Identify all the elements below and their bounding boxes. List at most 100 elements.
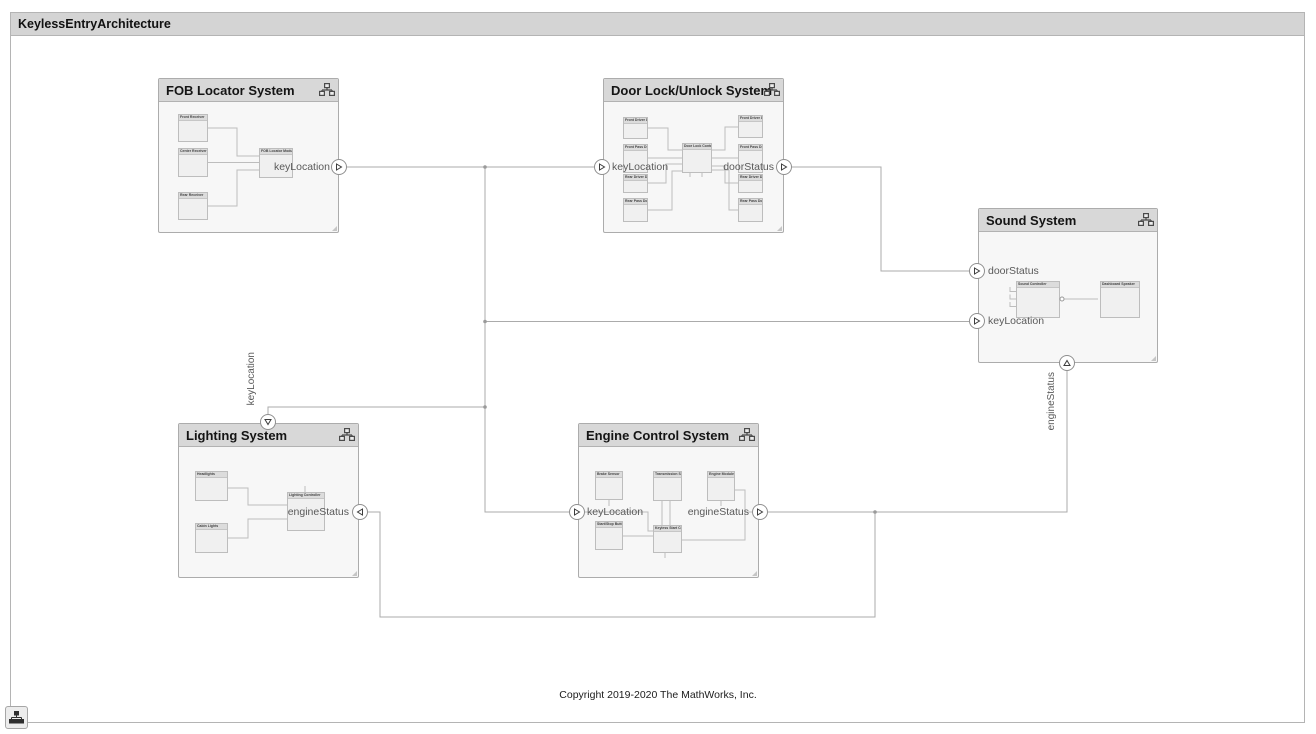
fold-corner	[752, 571, 757, 576]
child-block-front-receiver[interactable]: Front Receiver	[178, 114, 208, 142]
child-block-title: Front Pass Door Lock Actuator	[739, 145, 762, 151]
port-in-icon	[974, 267, 981, 275]
child-block-front-driver-door-lock-actuator[interactable]: Front Driver Door Lock Actuator	[738, 115, 763, 138]
port-label-engine-keylocation: keyLocation	[587, 506, 644, 518]
hierarchy-badge-icon	[9, 711, 24, 724]
fold-corner	[777, 226, 782, 231]
child-block-rear-receiver[interactable]: Rear Receiver	[178, 192, 208, 220]
child-block-title: Rear Driver Door Lock Actuator	[739, 175, 762, 181]
port-out-icon	[757, 508, 764, 516]
hierarchy-icon	[764, 83, 780, 96]
child-block-sound-controller[interactable]: Sound Controller	[1016, 281, 1060, 318]
child-block-title: Engine Module	[708, 472, 734, 478]
port-label-lighting-enginestatus: engineStatus	[287, 506, 349, 518]
hierarchy-icon	[319, 83, 335, 96]
child-block-title: Front Driver Door Lock Sensor	[624, 118, 647, 124]
block-title: Lighting System	[186, 427, 288, 443]
child-block-front-pass-door-lock-sensor[interactable]: Front Pass Door Lock Sensor	[623, 144, 648, 173]
child-block-title: Headlights	[196, 472, 227, 478]
block-header: Sound System	[979, 209, 1157, 232]
child-block-keyless-start-controller[interactable]: Keyless Start Controller	[653, 525, 682, 553]
child-block-title: Start/Stop Button	[596, 522, 622, 528]
window-title-bar: KeylessEntryArchitecture	[11, 13, 1304, 36]
child-block-lighting-controller[interactable]: Lighting Controller	[287, 492, 325, 531]
port-sound-keylocation-in[interactable]	[969, 313, 985, 329]
child-block-title: Transmission Sensor	[654, 472, 681, 478]
block-title: FOB Locator System	[166, 82, 295, 98]
port-label-engine-enginestatus: engineStatus	[687, 506, 749, 518]
port-label-sound-doorstatus: doorStatus	[988, 265, 1039, 277]
port-label-door-doorstatus: doorStatus	[723, 161, 774, 173]
port-fob-keylocation-out[interactable]	[331, 159, 347, 175]
show-architecture-hierarchy-badge[interactable]	[5, 706, 28, 729]
port-label-sound-enginestatus: engineStatus	[1046, 372, 1057, 431]
port-in-down-icon	[264, 419, 272, 426]
port-in-icon	[974, 317, 981, 325]
port-in-up-icon	[1063, 359, 1071, 366]
child-block-headlights[interactable]: Headlights	[195, 471, 228, 501]
fold-corner	[332, 226, 337, 231]
port-label-lighting-keylocation: keyLocation	[246, 352, 257, 406]
child-block-front-pass-door-lock-actuator[interactable]: Front Pass Door Lock Actuator	[738, 144, 763, 173]
child-block-title: Dashboard Speaker	[1101, 282, 1139, 288]
port-in-left-icon	[356, 508, 363, 516]
port-lighting-keylocation-in[interactable]	[260, 414, 276, 430]
child-block-title: Rear Driver Door Lock Sensor	[624, 175, 647, 181]
child-block-rear-driver-door-lock-sensor[interactable]: Rear Driver Door Lock Sensor	[623, 174, 648, 193]
child-block-engine-module[interactable]: Engine Module	[707, 471, 735, 501]
hierarchy-icon	[739, 428, 755, 441]
child-block-title: Keyless Start Controller	[654, 526, 681, 532]
child-block-title: Front Receiver	[179, 115, 207, 121]
child-block-fob-locator-module[interactable]: FOB Locator Module	[259, 148, 293, 178]
child-block-rear-driver-door-lock-actuator[interactable]: Rear Driver Door Lock Actuator	[738, 174, 763, 193]
child-block-start-stop-button[interactable]: Start/Stop Button	[595, 521, 623, 550]
child-block-title: Front Pass Door Lock Sensor	[624, 145, 647, 151]
port-out-icon	[781, 163, 788, 171]
window-title: KeylessEntryArchitecture	[18, 17, 171, 31]
port-in-icon	[574, 508, 581, 516]
child-block-title: Cabin Lights	[196, 524, 227, 530]
copyright-text: Copyright 2019-2020 The MathWorks, Inc.	[559, 689, 757, 701]
child-block-title: Rear Pass Door Lock Sensor	[624, 199, 647, 205]
port-label-fob-keylocation: keyLocation	[273, 161, 330, 173]
block-header: Engine Control System	[579, 424, 758, 447]
child-block-front-driver-door-lock-sensor[interactable]: Front Driver Door Lock Sensor	[623, 117, 648, 139]
child-block-dashboard-speaker[interactable]: Dashboard Speaker	[1100, 281, 1140, 318]
child-block-brake-sensor[interactable]: Brake Sensor	[595, 471, 623, 500]
port-engine-keylocation-in[interactable]	[569, 504, 585, 520]
child-block-rear-pass-door-lock-actuator[interactable]: Rear Pass Door Lock Actuator	[738, 198, 763, 222]
child-block-center-receiver[interactable]: Center Receiver	[178, 148, 208, 177]
child-block-title: Front Driver Door Lock Actuator	[739, 116, 762, 122]
child-block-title: Door Lock Controller	[683, 144, 711, 150]
port-door-keylocation-in[interactable]	[594, 159, 610, 175]
child-block-title: Sound Controller	[1017, 282, 1059, 288]
fold-corner	[352, 571, 357, 576]
hierarchy-icon	[339, 428, 355, 441]
child-block-title: Rear Receiver	[179, 193, 207, 199]
child-block-door-lock-controller[interactable]: Door Lock Controller	[682, 143, 712, 173]
child-block-rear-pass-door-lock-sensor[interactable]: Rear Pass Door Lock Sensor	[623, 198, 648, 222]
fold-corner	[1151, 356, 1156, 361]
block-title: Door Lock/Unlock System	[611, 82, 773, 98]
port-engine-enginestatus-out[interactable]	[752, 504, 768, 520]
child-block-title: Brake Sensor	[596, 472, 622, 478]
port-door-doorstatus-out[interactable]	[776, 159, 792, 175]
child-block-title: Rear Pass Door Lock Actuator	[739, 199, 762, 205]
hierarchy-icon	[1138, 213, 1154, 226]
child-block-title: FOB Locator Module	[260, 149, 292, 155]
port-sound-enginestatus-in[interactable]	[1059, 355, 1075, 371]
port-label-door-keylocation: keyLocation	[612, 161, 669, 173]
child-block-cabin-lights[interactable]: Cabin Lights	[195, 523, 228, 553]
port-label-sound-keylocation: keyLocation	[988, 315, 1045, 327]
child-block-title: Center Receiver	[179, 149, 207, 155]
block-header: FOB Locator System	[159, 79, 338, 102]
block-title: Sound System	[986, 212, 1077, 228]
block-header: Door Lock/Unlock System	[604, 79, 783, 102]
child-block-transmission-sensor[interactable]: Transmission Sensor	[653, 471, 682, 501]
port-lighting-enginestatus-in[interactable]	[352, 504, 368, 520]
port-sound-doorstatus-in[interactable]	[969, 263, 985, 279]
child-block-title: Lighting Controller	[288, 493, 324, 499]
block-header: Lighting System	[179, 424, 358, 447]
port-in-icon	[599, 163, 606, 171]
port-out-icon	[336, 163, 343, 171]
